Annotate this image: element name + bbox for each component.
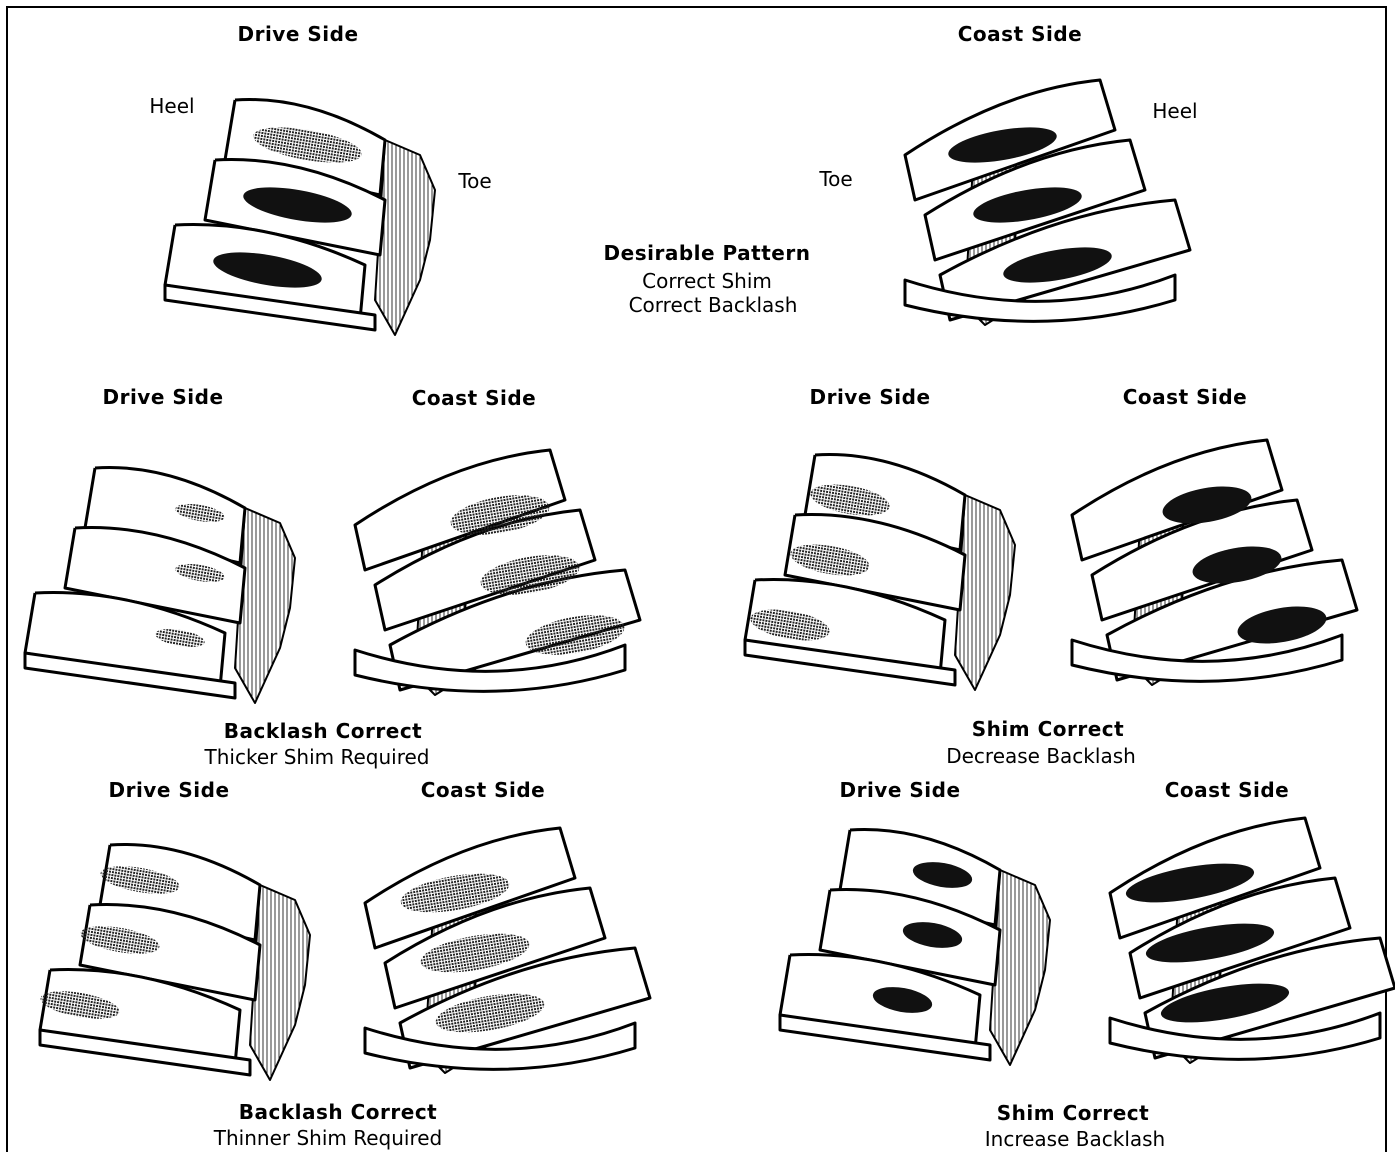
caption-title: Backlash Correct [239,1100,437,1124]
drive-side-label: Drive Side [237,22,358,46]
caption-line: Correct Backlash [629,293,798,317]
drive-gear-decrease-backlash [735,435,1025,695]
coast-side-label: Coast Side [1165,778,1289,802]
caption-title: Shim Correct [997,1101,1149,1125]
coast-gear-desirable [885,70,1205,335]
coast-side-label: Coast Side [421,778,545,802]
caption-line: Decrease Backlash [946,744,1136,768]
caption-line: Thicker Shim Required [205,745,430,769]
drive-gear-desirable [155,80,445,340]
caption-title: Shim Correct [972,717,1124,741]
gear-teeth [40,845,310,1081]
gear-teeth [780,830,1050,1066]
drive-side-label: Drive Side [809,385,930,409]
caption-title: Backlash Correct [224,719,422,743]
coast-gear-thinner-shim [345,818,665,1083]
coast-side-label: Coast Side [1123,385,1247,409]
drive-side-label: Drive Side [839,778,960,802]
toe-label: Toe [819,167,852,191]
caption-title: Desirable Pattern [604,241,811,265]
drive-side-label: Drive Side [108,778,229,802]
coast-side-label: Coast Side [412,386,536,410]
drive-gear-thicker-shim [15,448,305,708]
caption-line: Thinner Shim Required [214,1126,442,1150]
coast-gear-increase-backlash [1090,808,1395,1073]
drive-side-label: Drive Side [102,385,223,409]
drive-gear-increase-backlash [770,810,1060,1070]
coast-gear-decrease-backlash [1052,430,1372,695]
caption-line: Increase Backlash [985,1127,1165,1151]
toe-label: Toe [458,169,491,193]
drive-gear-thinner-shim [30,825,320,1085]
gear-teeth [745,455,1015,691]
caption-line: Correct Shim [642,269,772,293]
gear-teeth [25,468,295,704]
coast-gear-thicker-shim [335,440,655,705]
coast-side-label: Coast Side [958,22,1082,46]
